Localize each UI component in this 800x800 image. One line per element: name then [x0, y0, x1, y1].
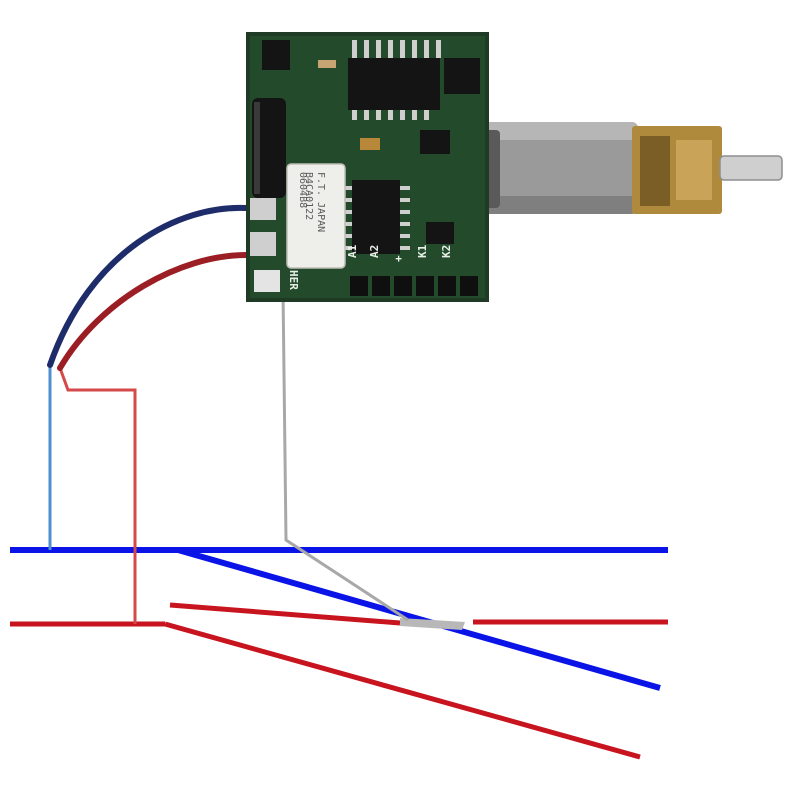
pin-header — [350, 276, 478, 296]
capacitor — [252, 98, 286, 198]
smd-component — [318, 60, 336, 68]
rail-red-diverging — [164, 621, 641, 760]
svg-text:F.T. JAPAN B4CA0122: F.T. JAPAN B4CA0122 — [303, 172, 326, 238]
pin-label-a1: A1 — [346, 244, 359, 258]
ic-chip-middle — [352, 180, 400, 254]
shaft — [719, 155, 783, 181]
svg-text:0604B8: 0604B8 — [297, 172, 308, 208]
board-side-label: HER — [287, 270, 300, 290]
feeder-grey-frog — [281, 289, 409, 622]
relay-label-code: 0604B8 — [297, 172, 308, 208]
relay: F.T. JAPAN B4CA0122 0604B8 — [286, 163, 346, 269]
feeder-wires — [48, 289, 409, 624]
pin-label-k1: K1 — [416, 244, 429, 258]
red-wire — [57, 252, 249, 371]
turnout-track — [10, 547, 668, 760]
rail-red-closure — [169, 602, 401, 626]
dc-motor — [478, 122, 638, 214]
blue-wire — [47, 204, 249, 368]
transistor — [426, 222, 454, 244]
ic-chip-top — [348, 58, 440, 110]
ic-chip-small — [262, 40, 290, 70]
motor-assembly — [468, 122, 783, 214]
rail-blue-diverging — [177, 547, 661, 691]
transistor — [420, 130, 450, 154]
solder-pad — [254, 270, 280, 292]
decoder-pcb: F.T. JAPAN B4CA0122 0604B8 A1 A2 + K1 K2… — [246, 32, 489, 302]
solder-pad — [250, 232, 276, 256]
smd-component — [360, 138, 380, 150]
decoder-leads — [47, 204, 249, 371]
relay-label-part: B4CA0122 — [303, 172, 314, 220]
relay-label-maker: F.T. JAPAN — [315, 172, 326, 232]
ic-chip-right — [444, 58, 480, 94]
frog — [400, 618, 465, 630]
solder-pad — [250, 198, 276, 220]
pin-label-plus: + — [392, 255, 405, 262]
feeder-red — [58, 367, 137, 624]
pin-label-a2: A2 — [368, 245, 381, 258]
pin-label-k2: K2 — [440, 245, 453, 258]
